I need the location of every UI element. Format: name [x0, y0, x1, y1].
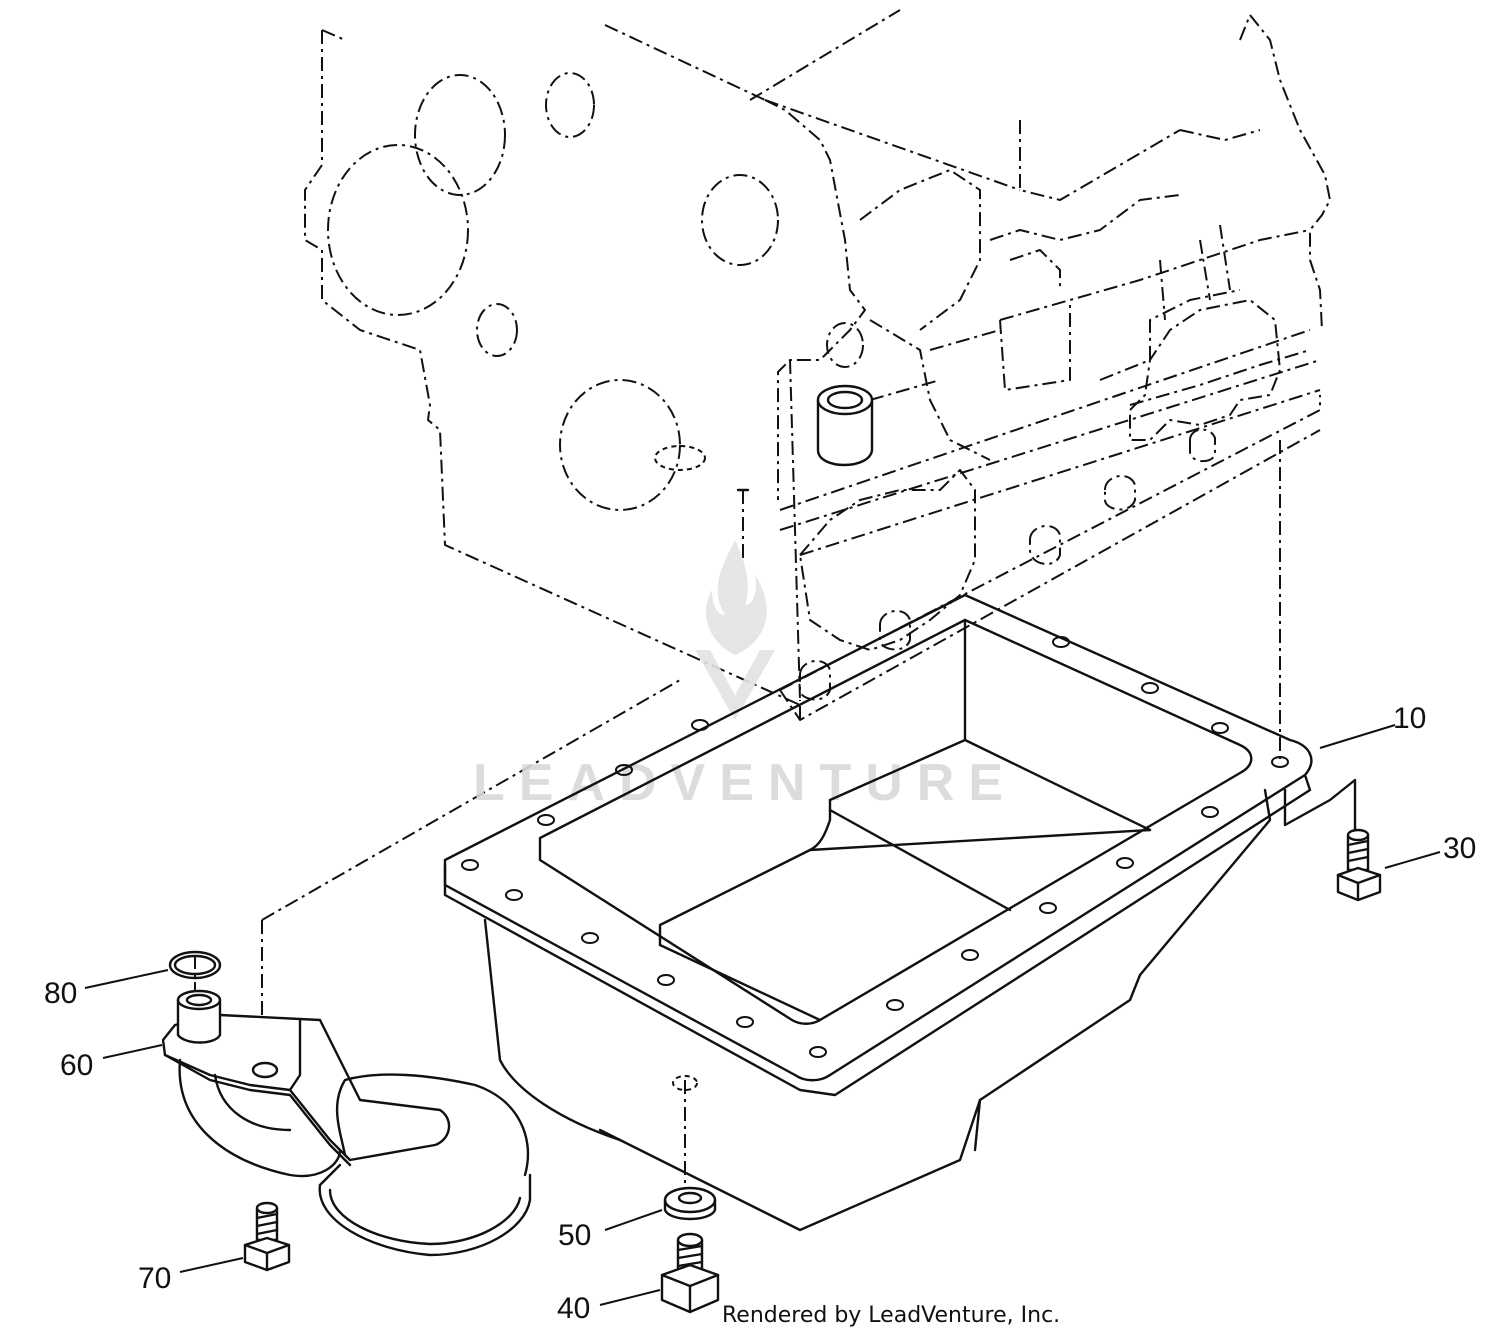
washer-50 — [663, 1186, 717, 1221]
callout-labels: 10 30 40 50 60 70 80 — [44, 702, 1476, 1325]
bolt-30 — [1336, 828, 1382, 902]
callout-40: 40 — [557, 1292, 590, 1325]
engine-block-phantom — [304, 9, 1331, 721]
callout-10: 10 — [1393, 702, 1426, 735]
drain-plug-40 — [660, 1232, 720, 1314]
flame-logo-icon — [705, 540, 767, 655]
callout-70: 70 — [138, 1262, 171, 1295]
callout-80: 80 — [44, 977, 77, 1010]
o-ring-80 — [168, 950, 222, 980]
callout-50: 50 — [558, 1219, 591, 1252]
callout-30: 30 — [1443, 832, 1476, 865]
callout-leaders — [84, 724, 1441, 1306]
callout-60: 60 — [60, 1049, 93, 1082]
oil-pan — [443, 593, 1357, 1232]
oil-strainer-60 — [161, 989, 532, 1257]
rendered-by-footer: Rendered by LeadVenture, Inc. — [722, 1303, 1060, 1328]
bolt-70 — [243, 1201, 291, 1272]
